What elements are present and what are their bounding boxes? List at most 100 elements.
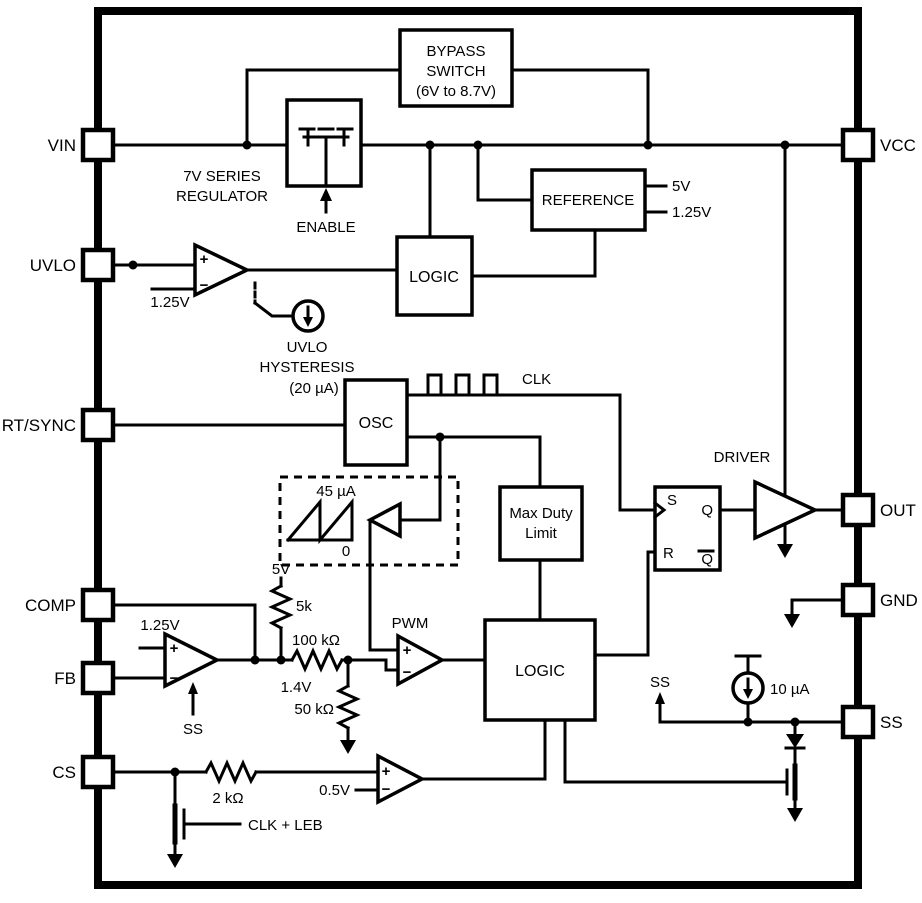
pin-label-fb: FB bbox=[54, 669, 76, 688]
pin-label-ss: SS bbox=[880, 713, 903, 732]
pin-gnd bbox=[840, 582, 876, 618]
sawtooth-icon bbox=[285, 497, 354, 545]
supply-5v-label: 5V bbox=[272, 561, 290, 578]
error-amp-ss-label: SS bbox=[183, 721, 203, 738]
resistor-2k-icon bbox=[203, 759, 259, 785]
hysteresis-switch-icon bbox=[252, 300, 295, 318]
cs-comp-minus-sign: − bbox=[382, 781, 391, 798]
uvlo-comp-minus-sign: − bbox=[200, 277, 209, 294]
uvlo-hysteresis-current-label: (20 µA) bbox=[289, 380, 339, 397]
ground-icon bbox=[777, 544, 793, 558]
slope-comp-wire bbox=[368, 518, 400, 652]
ground-icon bbox=[167, 854, 183, 868]
ref-output-1v25-label: 1.25V bbox=[672, 204, 711, 221]
regulator-mosfet-icon bbox=[298, 127, 354, 188]
uvlo-hysteresis-icon bbox=[252, 281, 325, 333]
max-duty-label-1: Max Duty bbox=[509, 505, 573, 522]
logic-bottom-label: LOGIC bbox=[515, 663, 565, 680]
latch-qbar-label: Q bbox=[701, 551, 713, 568]
cs-comp-output-wire bbox=[420, 718, 547, 781]
pwm-comparator-icon bbox=[396, 633, 446, 687]
ramp-buffer-icon bbox=[366, 501, 402, 539]
bypass-wires bbox=[245, 68, 650, 147]
enable-label: ENABLE bbox=[296, 219, 355, 236]
pin-fb bbox=[80, 660, 116, 696]
pins bbox=[80, 127, 876, 790]
reference-output-wires bbox=[643, 184, 668, 214]
pwm-comp-minus-sign: − bbox=[403, 664, 412, 681]
pin-out bbox=[840, 492, 876, 528]
osc-label: OSC bbox=[359, 415, 394, 432]
pin-label-vcc: VCC bbox=[880, 136, 916, 155]
regulator-label-2: REGULATOR bbox=[176, 188, 268, 205]
max-duty-block bbox=[498, 485, 584, 562]
pin-label-uvlo: UVLO bbox=[30, 256, 76, 275]
ss-discharge-mosfet-icon bbox=[785, 763, 798, 810]
latch-q-label: Q bbox=[701, 502, 713, 519]
uvlo-ref-label: 1.25V bbox=[150, 294, 189, 311]
pin-label-comp: COMP bbox=[25, 596, 76, 615]
pin-label-rt-sync: RT/SYNC bbox=[2, 416, 76, 435]
ss-current-source-icon bbox=[731, 654, 765, 724]
error-amp-plus-sign: + bbox=[170, 640, 179, 657]
bypass-label-3: (6V to 8.7V) bbox=[416, 83, 496, 100]
current-source-arrowhead bbox=[303, 317, 313, 327]
pin-comp bbox=[80, 587, 116, 623]
ss-arrow-icon bbox=[655, 692, 665, 704]
cs-threshold-label: 0.5V bbox=[319, 782, 350, 799]
pwm-comp-plus-sign: + bbox=[403, 642, 412, 659]
driver-label: DRIVER bbox=[714, 449, 771, 466]
bypass-label-2: SWITCH bbox=[426, 63, 485, 80]
resistor-100k-label: 100 kΩ bbox=[292, 632, 340, 649]
logic-latch-wire bbox=[593, 550, 657, 657]
error-amp-ref-label: 1.25V bbox=[140, 617, 179, 634]
ramp-buffer-feed bbox=[398, 435, 442, 522]
latch-clock-chevron-icon bbox=[652, 500, 667, 520]
clk-waveform-icon bbox=[418, 373, 517, 397]
diode-triangle bbox=[786, 734, 804, 748]
reference-feed-wire bbox=[476, 143, 534, 202]
node-1v4-label: 1.4V bbox=[281, 679, 312, 696]
series-regulator-block bbox=[285, 98, 363, 188]
gnd-pin-wire bbox=[790, 598, 846, 616]
regulator-label-1: 7V SERIES bbox=[183, 168, 261, 185]
ss-clamp-diode-icon bbox=[784, 720, 806, 768]
pin-rt-sync bbox=[80, 407, 116, 443]
ss-pin-wire bbox=[658, 700, 846, 724]
reference-block bbox=[530, 168, 647, 232]
comp-pin-wire bbox=[110, 603, 257, 662]
ground-icon bbox=[784, 614, 800, 628]
pin-label-out: OUT bbox=[880, 501, 916, 520]
latch-s-label: S bbox=[667, 492, 677, 509]
ground-icon bbox=[787, 808, 803, 822]
pin-uvlo bbox=[80, 247, 116, 283]
wires bbox=[110, 68, 846, 792]
ss-signal-label: SS bbox=[650, 674, 670, 691]
ss-current-label: 10 µA bbox=[770, 681, 810, 698]
bypass-switch-block bbox=[398, 28, 514, 108]
cs-comp-plus-sign: + bbox=[382, 763, 391, 780]
resistor-50k-label: 50 kΩ bbox=[294, 701, 334, 718]
clk-label: CLK bbox=[522, 371, 551, 388]
error-amp-minus-sign: − bbox=[170, 670, 179, 687]
ramp-rail-wire bbox=[405, 435, 542, 489]
osc-block bbox=[343, 378, 409, 467]
logic-top-label: LOGIC bbox=[409, 269, 459, 286]
resistor-100k-icon bbox=[289, 647, 345, 673]
pwm-label: PWM bbox=[392, 615, 429, 632]
cs-comparator-icon bbox=[376, 753, 426, 805]
resistor-5k-label: 5k bbox=[296, 598, 312, 615]
max-duty-label-2: Limit bbox=[525, 525, 558, 542]
pin-cs bbox=[80, 754, 116, 790]
current-source-arrowhead bbox=[743, 689, 753, 699]
enable-arrow-icon bbox=[320, 188, 332, 214]
sr-latch-block bbox=[653, 485, 722, 572]
ss-error-amp-arrow-icon bbox=[188, 682, 198, 716]
enable-arrowhead bbox=[320, 188, 332, 201]
uvlo-hysteresis-label-1: UVLO bbox=[287, 339, 328, 356]
uvlo-comparator-icon bbox=[193, 242, 252, 298]
blanking-mosfet-icon bbox=[172, 770, 242, 856]
pin-label-cs: CS bbox=[52, 763, 76, 782]
